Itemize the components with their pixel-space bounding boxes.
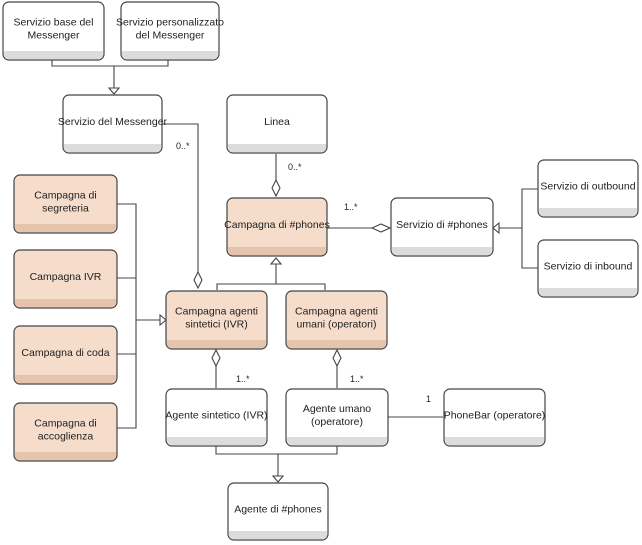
node-shade-band [229,531,327,539]
node-shade-band [539,288,637,296]
node-label-line: Campagna IVR [30,271,102,283]
node-label-line: Servizio di #phones [396,219,488,231]
node-agente-phones: Agente di #phones [227,482,329,541]
node-label-line: Campagna agenti [295,306,378,318]
node-label-line: Servizio personalizzato [116,17,224,29]
node-linea: Linea [226,94,328,154]
node-servizio-messenger: Servizio del Messenger [58,94,168,154]
node-shade-band [15,224,116,232]
node-shade-band [167,340,266,348]
node-label-line: PhoneBar (operatore) [444,410,546,422]
association-umani-agente [332,348,342,388]
node-box [537,239,639,298]
generalization-messenger [51,60,169,95]
node-box [13,402,118,462]
node-label-line: Linea [264,116,290,128]
node-label-line: sintetici (IVR) [185,319,247,331]
association-sintetici-agente [211,348,221,388]
node-label-line: Campagna di [34,418,96,430]
node-box [227,482,329,541]
mult-sintetici-agente: 1..* [236,374,250,384]
node-shade-band [122,51,218,59]
node-campagna-coda: Campagna di coda [13,325,118,385]
node-box [165,290,268,350]
generalization-campagna [216,257,326,290]
node-shade-band [167,437,266,445]
generalization-campagne-ivr [117,203,167,429]
node-box [226,94,328,154]
node-shade-band [228,247,326,255]
node-servizio-inbound: Servizio di inbound [537,239,639,298]
node-label-line: Servizio di inbound [544,261,633,273]
mult-phonebar: 1 [426,394,431,404]
node-box [13,249,118,309]
node-label-line: accoglienza [38,431,94,443]
association-campagna-servizio [327,223,392,233]
node-shade-band [15,299,116,307]
node-label-line: umani (operatori) [297,319,377,331]
node-box [285,290,388,350]
node-box [62,94,163,154]
mult-messenger-sintetici: 0..* [176,141,190,151]
node-label-line: Servizio di outbound [540,181,635,193]
node-box [390,197,494,257]
node-shade-band [15,375,116,383]
node-label-line: Servizio base del [14,17,94,29]
association-linea-campagna [271,154,281,198]
node-label-line: Campagna di [34,190,96,202]
association-messenger-sintetici [162,123,203,290]
node-shade-band [392,247,492,255]
node-campagna-phones: Campagna di #phones [224,197,330,257]
node-label-line: segreteria [42,203,89,215]
node-shade-band [445,437,544,445]
node-label-line: Campagna di #phones [224,219,330,231]
node-label-line: Campagna di coda [21,347,109,359]
node-box [165,388,268,447]
node-shade-band [228,144,326,152]
node-shade-band [64,144,161,152]
generalization-servizio [492,188,538,269]
generalization-agenti [215,446,338,483]
node-box [2,1,105,61]
node-box [13,325,118,385]
node-shade-band [15,452,116,460]
node-shade-band [4,51,103,59]
node-shade-band [539,208,637,216]
node-box [285,388,389,447]
node-label-line: Servizio del Messenger [58,116,168,128]
mult-linea-campagna: 0..* [288,162,302,172]
node-label-line: del Messenger [136,30,205,42]
node-label-line: Agente di #phones [234,504,322,516]
mult-campagna-servizio: 1..* [344,202,358,212]
node-shade-band [287,340,386,348]
node-box [537,159,639,218]
mult-umani-agente: 1..* [350,374,364,384]
node-label-line: Messenger [28,30,80,42]
node-box [226,197,328,257]
node-label-line: Agente umano [303,403,371,415]
node-agente-sintetico: Agente sintetico (IVR) [165,388,268,447]
node-label-line: Agente sintetico (IVR) [165,410,267,422]
node-servizio-phones: Servizio di #phones [390,197,494,257]
node-label-line: Campagna agenti [175,306,258,318]
node-label-line: (operatore) [311,416,363,428]
node-box [13,174,118,234]
node-box [443,388,546,447]
node-campagna-ivr: Campagna IVR [13,249,118,309]
node-agente-umano: Agente umano(operatore) [285,388,389,447]
node-shade-band [287,437,387,445]
node-box [120,1,220,61]
node-servizio-outbound: Servizio di outbound [537,159,639,218]
node-phonebar: PhoneBar (operatore) [443,388,546,447]
